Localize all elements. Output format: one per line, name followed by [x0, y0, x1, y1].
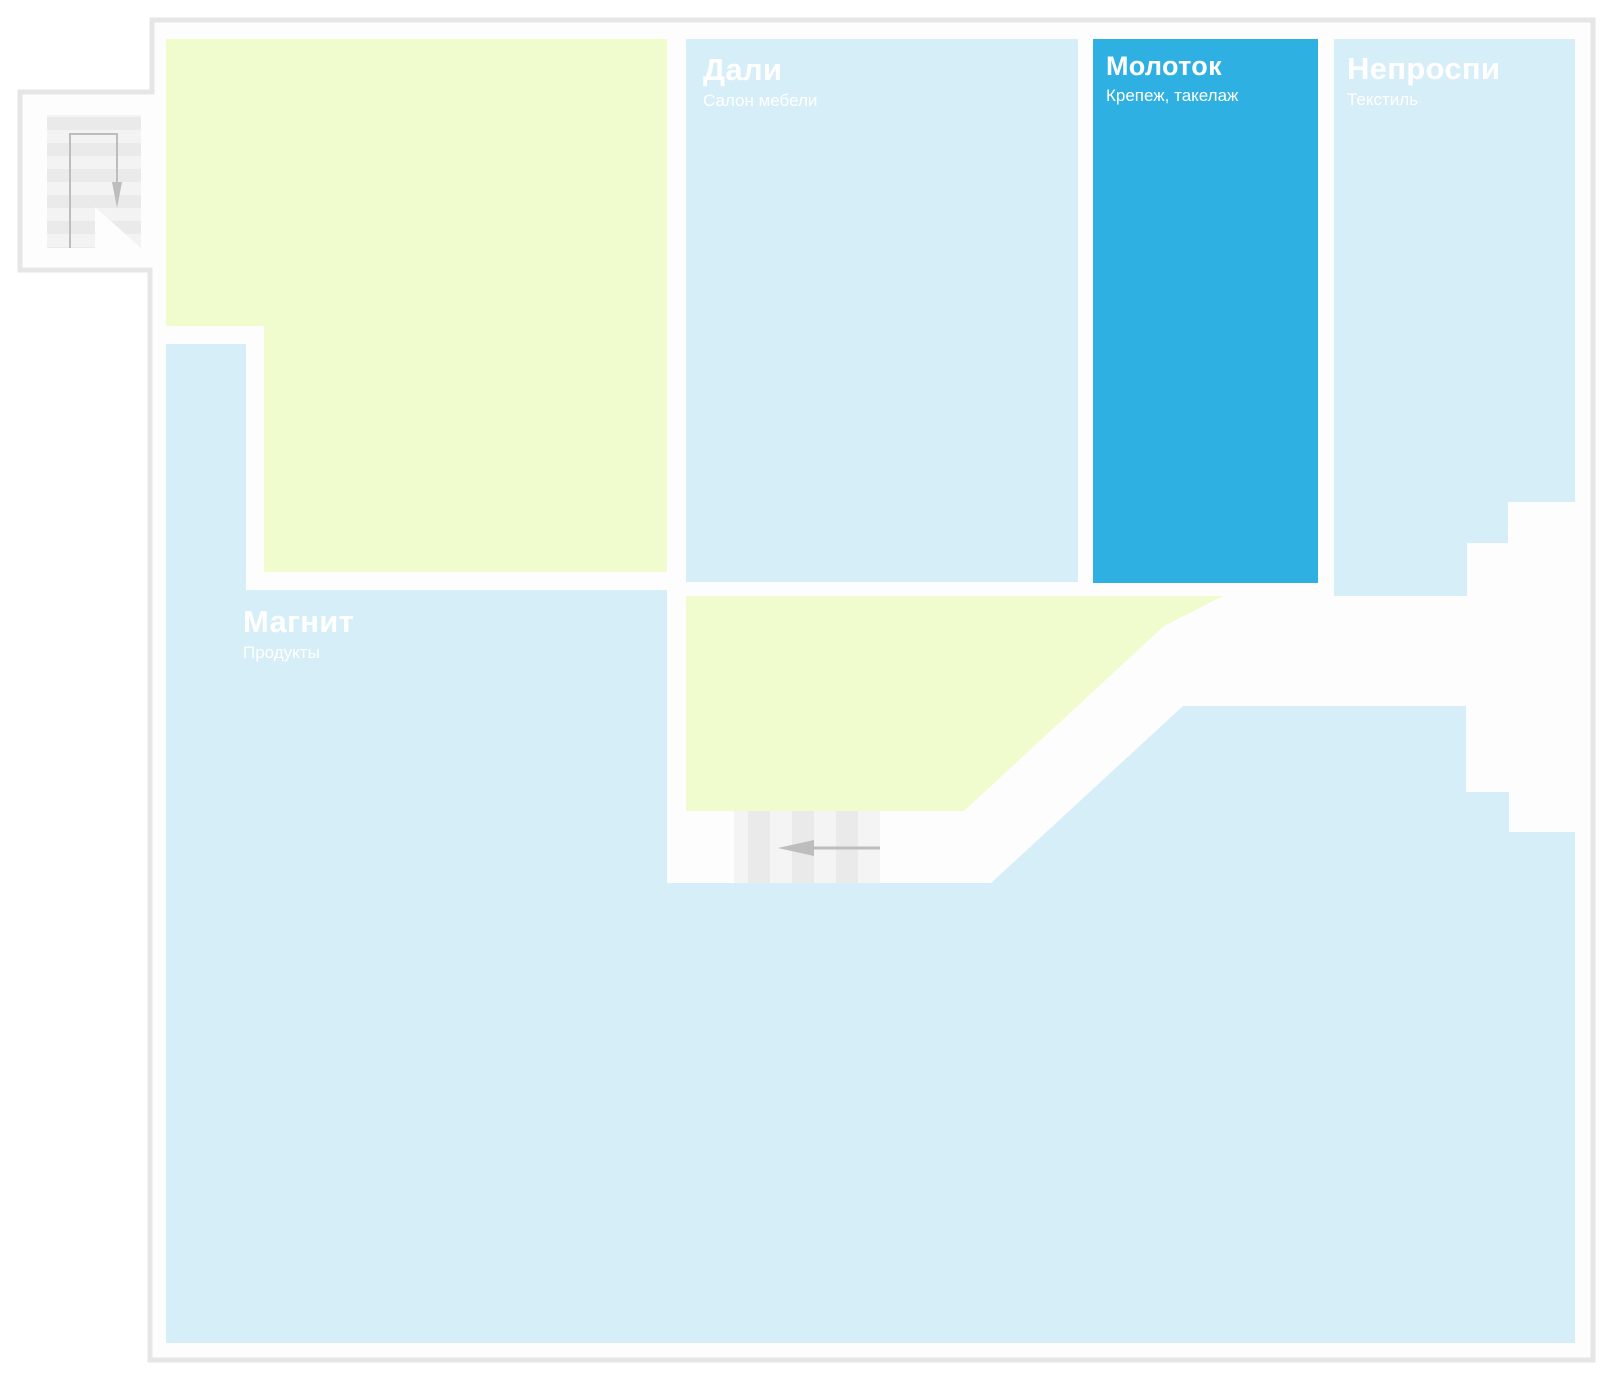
vacant-area-top-left	[166, 39, 667, 572]
store-category-magnit: Продукты	[243, 643, 320, 662]
store-label-molotok[interactable]: Молоток Крепеж, такелаж	[1106, 51, 1239, 105]
store-area-molotok[interactable]	[1093, 39, 1318, 583]
store-area-dali[interactable]	[686, 39, 1078, 582]
store-name-molotok: Молоток	[1106, 51, 1222, 81]
stairs-left-icon	[734, 811, 880, 883]
store-name-dali: Дали	[703, 52, 783, 87]
store-category-neprospi: Текстиль	[1347, 90, 1419, 109]
store-label-neprospi[interactable]: Непроспи Текстиль	[1347, 53, 1500, 108]
store-name-magnit: Магнит	[243, 604, 355, 639]
store-category-molotok: Крепеж, такелаж	[1106, 86, 1239, 105]
store-name-neprospi: Непроспи	[1347, 51, 1501, 86]
store-label-magnit[interactable]: Магнит Продукты	[243, 606, 354, 661]
store-area-neprospi[interactable]	[1334, 39, 1575, 596]
store-category-dali: Салон мебели	[703, 91, 818, 110]
store-area-magnit[interactable]	[166, 344, 1575, 1343]
stairs-down-icon	[47, 115, 141, 248]
store-label-dali[interactable]: Дали Салон мебели	[703, 54, 817, 109]
vacant-area-center	[686, 596, 1223, 811]
